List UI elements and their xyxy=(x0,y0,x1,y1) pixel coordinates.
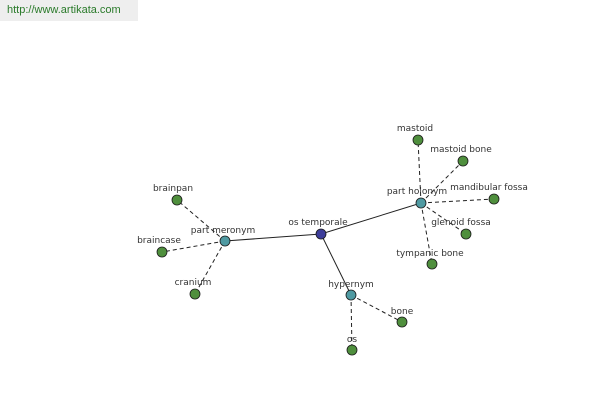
edge-holonym-glenoid-fossa xyxy=(420,202,467,235)
center-node[interactable] xyxy=(315,228,327,240)
relation-holonym-node[interactable] xyxy=(415,197,427,209)
source-url[interactable]: http://www.artikata.com xyxy=(0,0,138,21)
graph-labels: os temporale part meronym part holonym hype… xyxy=(137,124,528,345)
edge-holonym-mastoid xyxy=(417,139,422,204)
edge-hypernym-os xyxy=(350,294,353,351)
edge-center-holonym xyxy=(320,202,422,235)
relation-hypernym-label[interactable]: hypernym xyxy=(328,280,374,290)
leaf-cranium-node[interactable] xyxy=(189,288,201,300)
leaf-braincase-label[interactable]: braincase xyxy=(137,236,181,246)
relation-meronym-label[interactable]: part meronym xyxy=(191,226,255,236)
relation-meronym-node[interactable] xyxy=(219,235,231,247)
leaf-brainpan-node[interactable] xyxy=(171,194,183,206)
edge-meronym-cranium xyxy=(194,240,226,295)
leaf-glenoid-fossa-node[interactable] xyxy=(460,228,472,240)
leaf-mastoid-label[interactable]: mastoid xyxy=(397,124,433,134)
leaf-mastoid-bone-label[interactable]: mastoid bone xyxy=(430,145,492,155)
leaf-braincase-node[interactable] xyxy=(156,246,168,258)
center-label[interactable]: os temporale xyxy=(288,218,348,228)
edge-hypernym-bone xyxy=(350,294,403,323)
leaf-tympanic-bone-node[interactable] xyxy=(426,258,438,270)
leaf-bone-label[interactable]: bone xyxy=(391,307,414,317)
relation-holonym-label[interactable]: part holonym xyxy=(387,187,447,197)
edge-holonym-mastoid-bone xyxy=(420,160,464,204)
edge-holonym-mandibular-fossa xyxy=(420,198,495,204)
leaf-bone-node[interactable] xyxy=(396,316,408,328)
edge-center-hypernym xyxy=(320,233,352,296)
leaf-tympanic-bone-label[interactable]: tympanic bone xyxy=(396,249,464,259)
leaf-mastoid-node[interactable] xyxy=(412,134,424,146)
leaf-os-label[interactable]: os xyxy=(347,335,358,345)
graph-edges xyxy=(161,139,495,351)
edge-center-meronym xyxy=(224,233,322,242)
edge-meronym-braincase xyxy=(161,240,226,253)
leaf-os-node[interactable] xyxy=(346,344,358,356)
leaf-mandibular-fossa-node[interactable] xyxy=(488,193,500,205)
edge-holonym-tympanic-bone xyxy=(420,202,433,265)
leaf-mandibular-fossa-label[interactable]: mandibular fossa xyxy=(450,183,528,193)
graph-nodes xyxy=(156,134,500,356)
edge-meronym-brainpan xyxy=(176,199,226,242)
leaf-cranium-label[interactable]: cranium xyxy=(175,278,212,288)
leaf-mastoid-bone-node[interactable] xyxy=(457,155,469,167)
relation-hypernym-node[interactable] xyxy=(345,289,357,301)
leaf-glenoid-fossa-label[interactable]: glenoid fossa xyxy=(431,218,491,228)
leaf-brainpan-label[interactable]: brainpan xyxy=(153,184,193,194)
